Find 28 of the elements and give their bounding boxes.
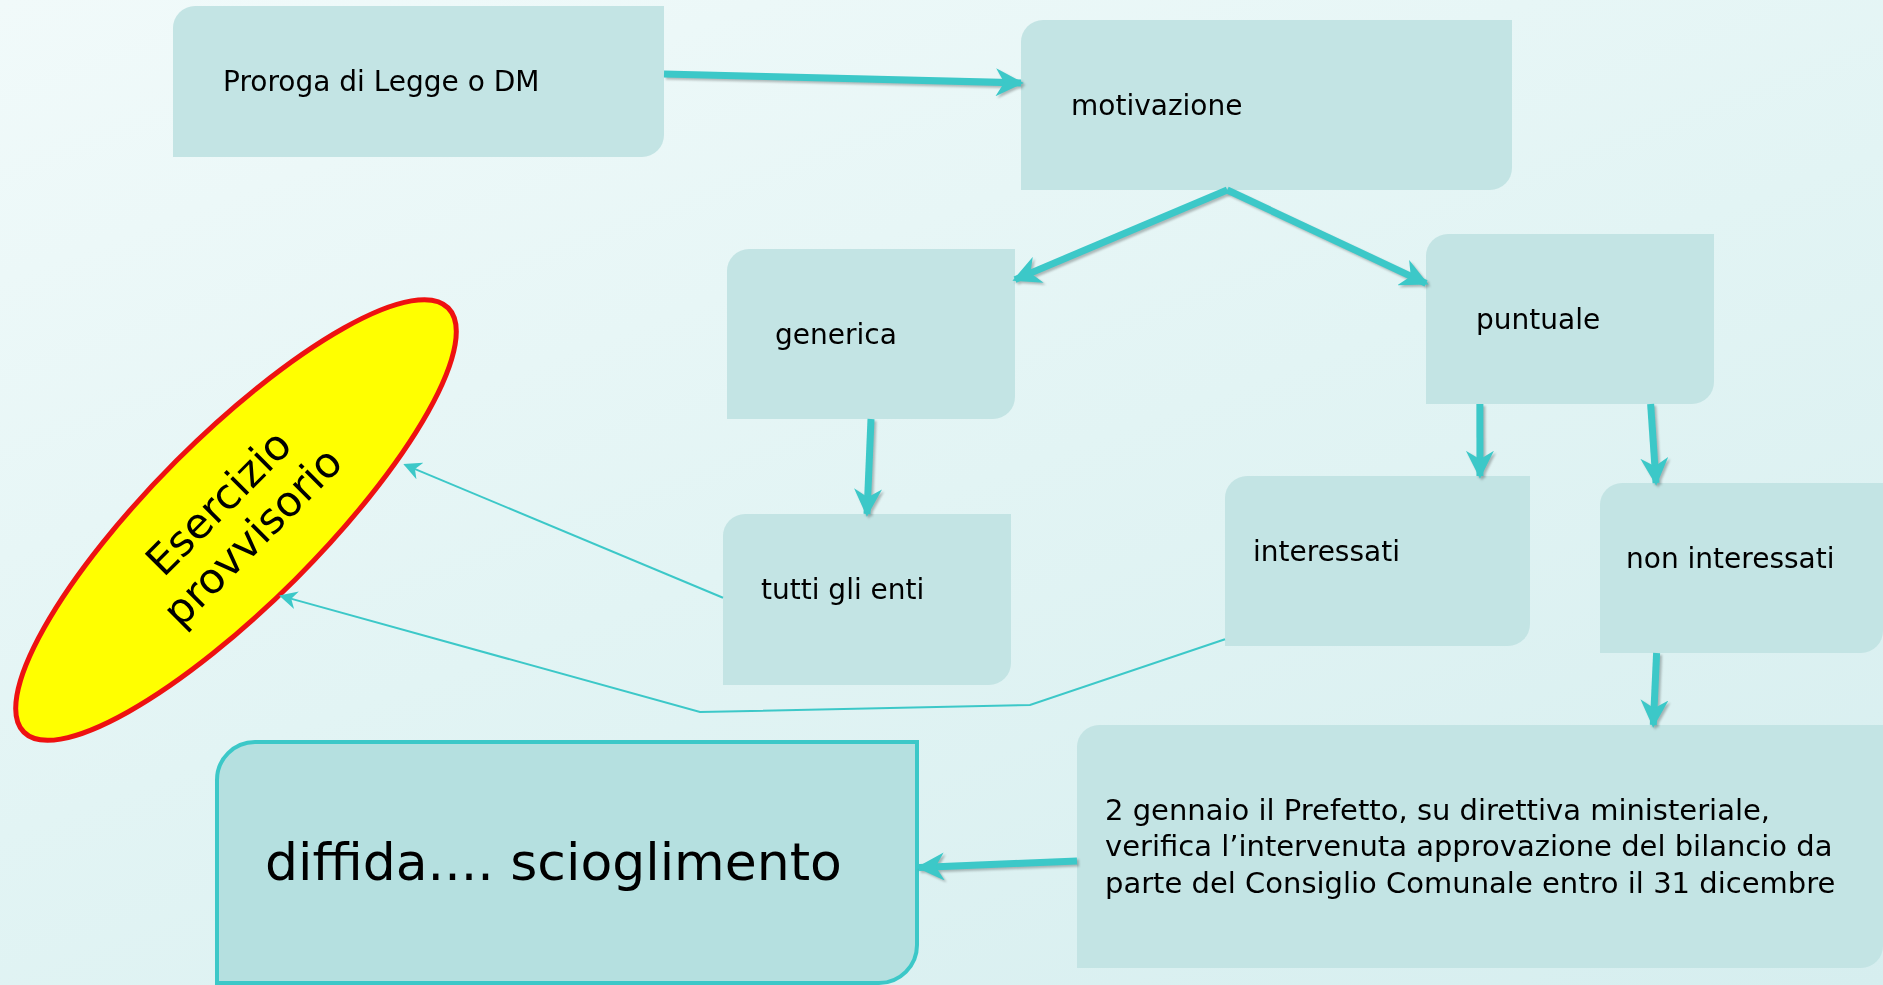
arrow xyxy=(854,418,883,517)
box-label: puntuale xyxy=(1476,301,1601,337)
box-label: diffida.... scioglimento xyxy=(265,831,842,894)
process-box xyxy=(1021,20,1512,190)
box-label: interessati xyxy=(1253,533,1400,569)
box-label: motivazione xyxy=(1071,87,1243,123)
arrow xyxy=(279,591,1226,713)
process-box xyxy=(215,740,919,985)
process-box xyxy=(1426,234,1714,404)
process-box xyxy=(1225,476,1530,646)
box-label: Proroga di Legge o DM xyxy=(223,64,540,99)
process-box xyxy=(723,514,1011,685)
process-box xyxy=(1600,483,1883,653)
arrow xyxy=(916,852,1078,881)
box-label: generica xyxy=(775,316,897,352)
box-label: non interessati xyxy=(1626,540,1835,576)
arrow xyxy=(1465,404,1494,479)
arrow xyxy=(663,68,1024,97)
arrow xyxy=(1225,186,1429,287)
arrow xyxy=(403,462,724,599)
box-label: 2 gennaio il Prefetto, su direttiva ministeriale, verifica l’intervenuta approvazione del bilancio da parte del Consiglio Comunale entro il 31 dicembre xyxy=(1105,792,1837,901)
process-box xyxy=(1077,725,1883,968)
arrow xyxy=(1640,403,1669,486)
process-box xyxy=(727,249,1015,419)
arrow xyxy=(1012,186,1229,283)
box-label: tutti gli enti xyxy=(761,572,925,607)
arrow xyxy=(1640,652,1669,728)
process-box xyxy=(173,6,664,157)
